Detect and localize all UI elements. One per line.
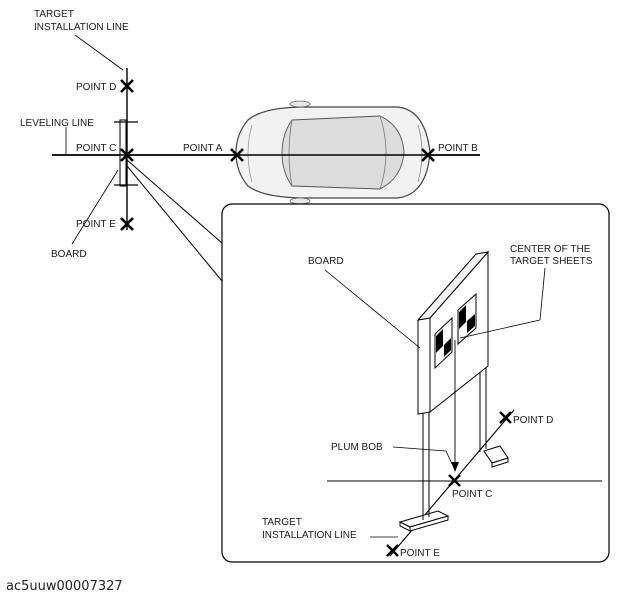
leader-target-line [74, 34, 124, 71]
front-foot [398, 510, 450, 532]
leader-center-target [539, 267, 546, 321]
point-b-mark [421, 148, 435, 162]
car-top-view [235, 100, 431, 205]
leader-center-target-2 [459, 319, 541, 339]
detail-frame [221, 203, 610, 563]
figure-code: ac5uuw00007327 [6, 579, 123, 594]
label-leveling-line: LEVELING LINE [20, 118, 94, 129]
point-a-mark [230, 148, 244, 162]
detail-label-target-1: TARGET [262, 517, 302, 528]
plumb-bob-weight [451, 462, 459, 472]
detail-point-c-mark [448, 474, 461, 487]
detail-label-center-1: CENTER OF THE [510, 244, 591, 255]
label-point-d: POINT D [76, 82, 116, 93]
label-target-installation-2: INSTALLATION LINE [34, 22, 129, 33]
label-point-e: POINT E [76, 219, 116, 230]
target-sheet-right [457, 292, 477, 346]
label-board: BOARD [51, 249, 87, 260]
label-point-c: POINT C [76, 143, 116, 154]
detail-label-center-2: TARGET SHEETS [510, 256, 593, 267]
detail-label-point-d: POINT D [513, 415, 553, 426]
leader-plum-bob [392, 446, 447, 452]
point-d-mark [120, 79, 134, 93]
label-point-a: POINT A [183, 143, 223, 154]
label-point-b: POINT B [438, 143, 478, 154]
target-sheet-left [434, 316, 453, 370]
callout-line-lower [126, 165, 223, 282]
detail-label-plum-bob: PLUM BOB [331, 442, 383, 453]
board-top-view [114, 119, 138, 187]
top-view: TARGET INSTALLATION LINE POINT D LEVELIN… [20, 9, 480, 260]
point-e-mark [120, 217, 134, 231]
detail-point-d-mark [499, 411, 512, 424]
label-target-installation-1: TARGET [34, 9, 74, 20]
rear-foot [483, 445, 509, 468]
leader-plum-bob-2 [445, 450, 453, 465]
detail-point-e-mark [386, 544, 399, 557]
detail-label-point-c: POINT C [452, 489, 492, 500]
detail-view: BOARD CENTER OF THE TARGET SHEETS POINT … [221, 203, 610, 563]
leader-detail-board [324, 269, 421, 349]
detail-label-point-e: POINT E [400, 548, 440, 559]
leader-board [71, 169, 119, 245]
detail-label-target-2: INSTALLATION LINE [262, 530, 357, 541]
point-c-mark [120, 148, 134, 162]
detail-label-board: BOARD [308, 256, 344, 267]
callout-line-upper [126, 159, 223, 244]
